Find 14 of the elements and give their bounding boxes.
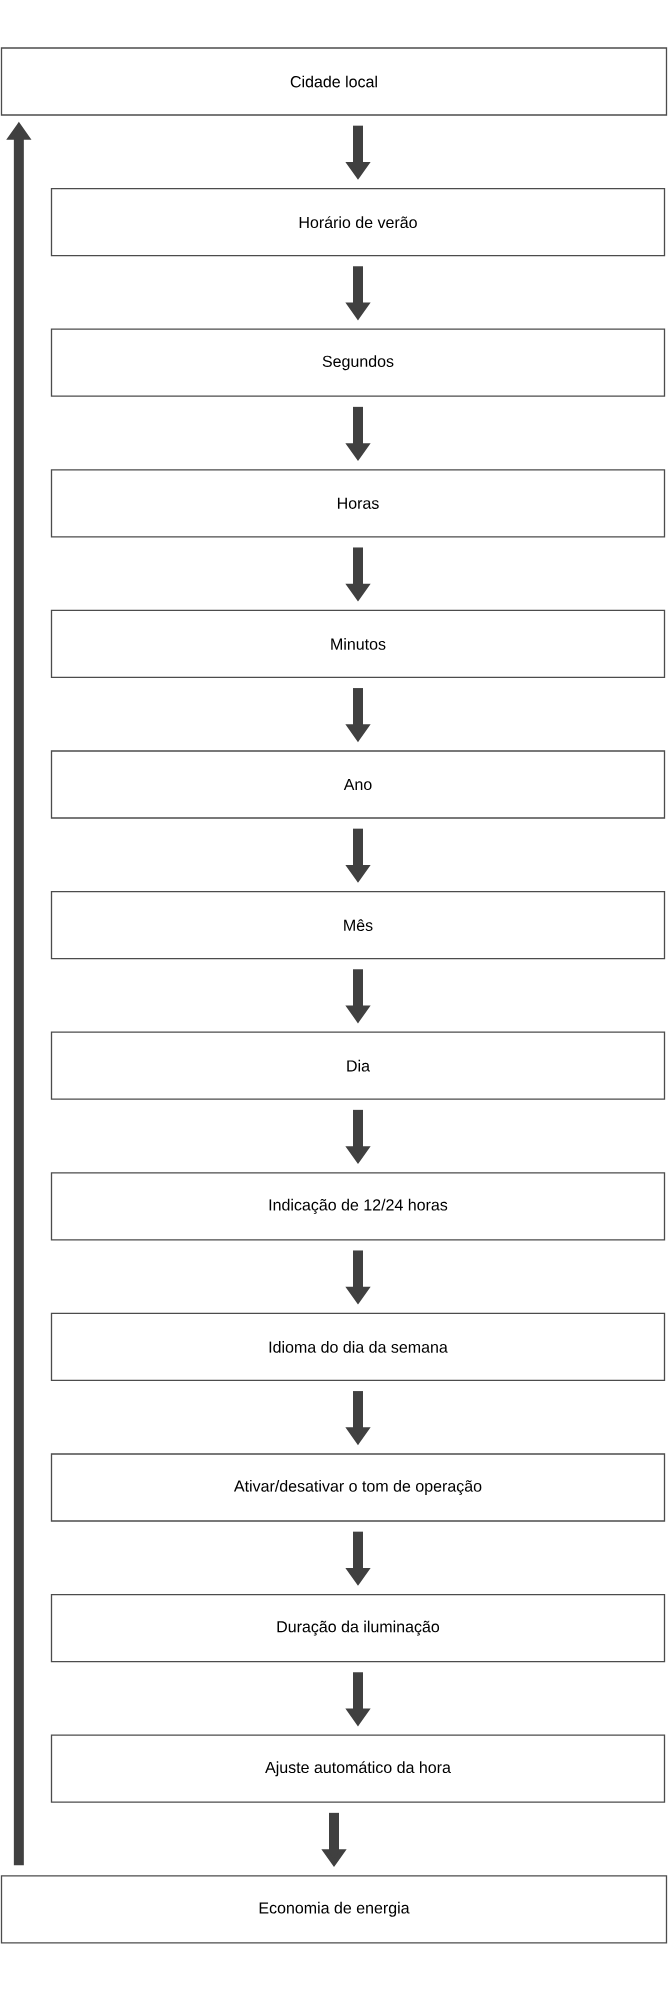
process-box: Idioma do dia da semana <box>50 1312 666 1382</box>
process-box: Cidade local <box>0 47 668 116</box>
process-box: Economia de energia <box>0 1875 668 1944</box>
process-box: Horário de verão <box>50 187 666 257</box>
process-box: Horas <box>50 469 666 538</box>
process-box: Ano <box>50 750 666 819</box>
process-box: Indicação de 12/24 horas <box>50 1172 666 1241</box>
process-box: Ajuste automático da hora <box>50 1734 666 1803</box>
process-box: Ativar/desativar o tom de operação <box>50 1453 666 1522</box>
process-box: Dia <box>50 1031 666 1100</box>
process-box: Duração da iluminação <box>50 1593 666 1663</box>
process-box: Segundos <box>50 328 666 397</box>
process-box: Mês <box>50 890 666 960</box>
process-box: Minutos <box>50 609 666 679</box>
